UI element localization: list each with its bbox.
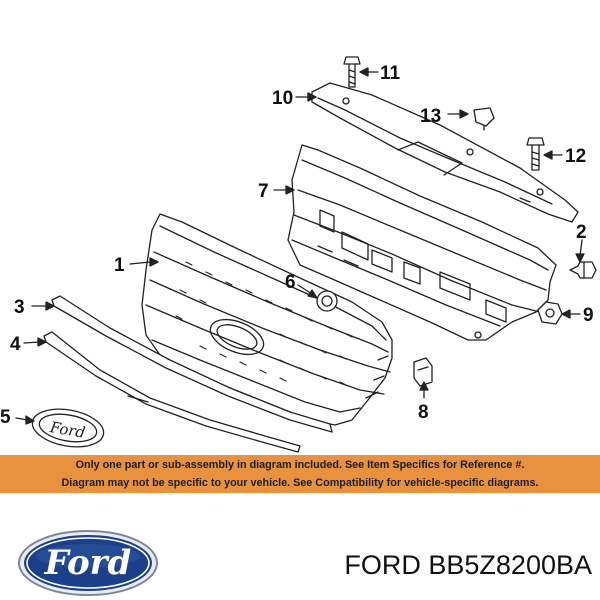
- part-4-molding-strip: [43, 331, 301, 453]
- callout-3: 3: [14, 297, 25, 318]
- disclaimer-banner: Only one part or sub-assembly in diagram…: [0, 455, 600, 493]
- part-13-clip: [473, 107, 495, 131]
- disclaimer-line-2: Diagram may not be specific to your vehi…: [61, 477, 539, 489]
- grille-emblem-recess: [209, 318, 265, 356]
- callout-6: 6: [285, 272, 296, 293]
- callout-12: 12: [565, 146, 586, 167]
- callout-5: 5: [0, 407, 11, 428]
- callout-13: 13: [420, 106, 441, 127]
- leader-lines: [15, 67, 585, 425]
- ford-logo-script: Ford: [44, 543, 132, 583]
- part-3-molding-strip: [51, 295, 333, 433]
- part-10-upper-panel: [311, 82, 579, 223]
- callout-4: 4: [10, 334, 21, 355]
- part-7-inner-grille: [287, 144, 557, 341]
- part-number-label: FORD BB5Z8200BA: [344, 550, 592, 580]
- parts-diagram: Ford 1 2 3 4 5 6 7 8 9 10 11 12 13: [0, 56, 597, 453]
- part-2-push-pin: [569, 261, 597, 279]
- callout-8: 8: [418, 402, 429, 423]
- part-6-grommet: [316, 290, 338, 312]
- callout-10: 10: [272, 88, 293, 109]
- callout-1: 1: [114, 255, 125, 276]
- part-11-bolt: [343, 56, 361, 88]
- part-5-emblem: [31, 408, 105, 448]
- ford-logo: Ford: [18, 530, 158, 596]
- callout-9: 9: [583, 305, 594, 326]
- part-12-bolt: [526, 137, 545, 171]
- part-1-grille: [141, 213, 393, 426]
- callout-11: 11: [380, 63, 401, 84]
- callout-2: 2: [576, 222, 587, 243]
- callout-7: 7: [258, 181, 269, 202]
- part-8-bracket: [413, 357, 433, 387]
- disclaimer-line-1: Only one part or sub-assembly in diagram…: [75, 459, 525, 471]
